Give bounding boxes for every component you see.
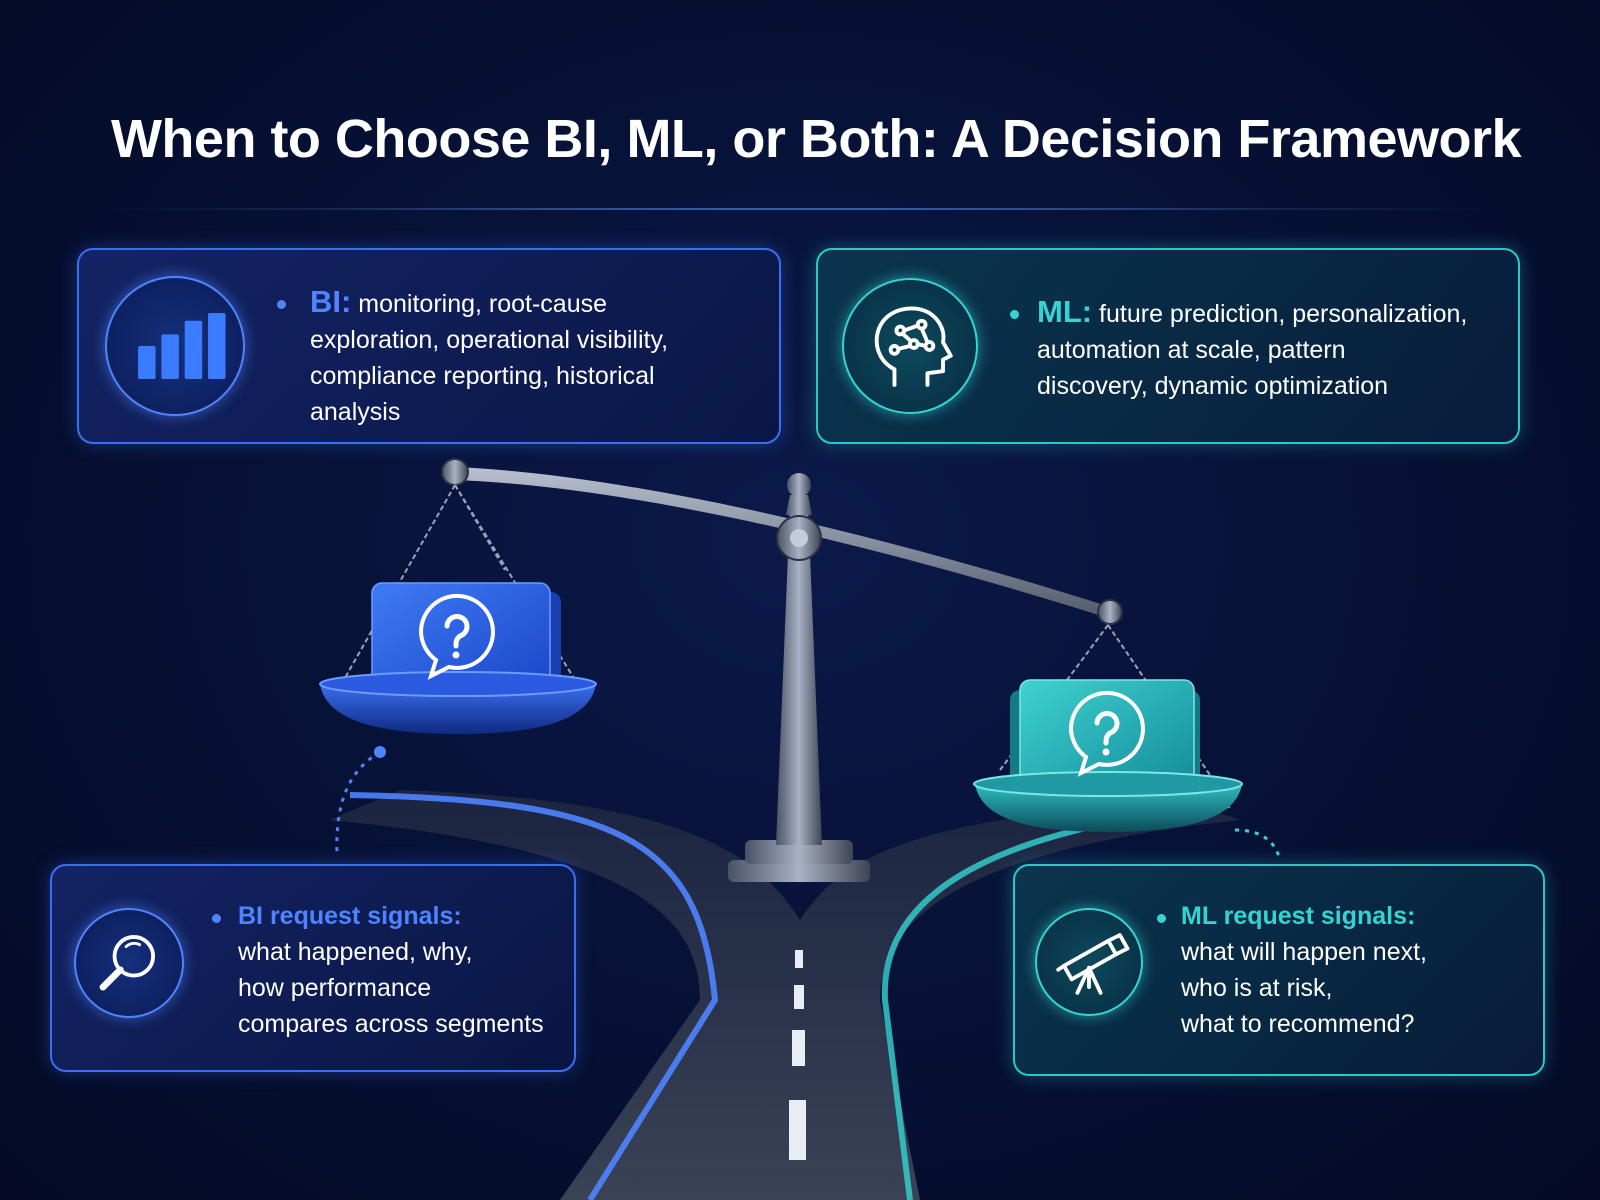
ml-card-line-3: discovery, dynamic optimization: [1037, 372, 1389, 400]
bi-card-bullet: [277, 300, 286, 309]
bi-card-line-3: compliance reporting, historical: [310, 362, 655, 390]
ml-card-text: ML: future prediction, personalization, …: [1037, 294, 1507, 404]
bi-card-line-4: analysis: [310, 398, 401, 426]
ml-connector: [1234, 828, 1282, 861]
ml-card-line-1: future prediction, personalization,: [1099, 300, 1468, 328]
bi-card: BI: monitoring, root-cause exploration, …: [77, 248, 781, 444]
telescope-icon: [1035, 908, 1143, 1016]
bi-signals-label: BI request signals:: [238, 902, 462, 930]
brain-head-icon: [842, 278, 978, 414]
bi-card-line-1: monitoring, root-cause: [358, 290, 608, 318]
ml-signals-text: ML request signals: what will happen nex…: [1181, 898, 1531, 1042]
bi-card-label: BI:: [310, 284, 352, 319]
ml-card-bullet: [1010, 310, 1019, 319]
bi-signals-line-1: what happened, why,: [238, 938, 473, 966]
bi-card-text: BI: monitoring, root-cause exploration, …: [310, 284, 770, 430]
ml-signals-card: ML request signals: what will happen nex…: [1013, 864, 1545, 1076]
bi-signals-line-3: compares across segments: [238, 1010, 544, 1038]
page-title: When to Choose BI, ML, or Both: A Decisi…: [110, 109, 1522, 169]
ml-card-label: ML:: [1037, 294, 1093, 329]
bi-signals-bullet: [212, 914, 221, 923]
bi-signals-line-2: how performance: [238, 974, 432, 1002]
bi-signals-text: BI request signals: what happened, why, …: [238, 898, 568, 1042]
bar-chart-icon: [105, 276, 245, 416]
ml-signals-line-1: what will happen next,: [1181, 938, 1427, 966]
ml-card-line-2: automation at scale, pattern: [1037, 336, 1346, 364]
bi-pan-question-icon: [418, 593, 495, 680]
ml-signals-line-3: what to recommend?: [1181, 1010, 1415, 1038]
bi-pan: [319, 582, 597, 734]
title-divider: [80, 208, 1520, 210]
magnifier-icon: [74, 908, 184, 1018]
bi-signals-card: BI request signals: what happened, why, …: [50, 864, 576, 1072]
ml-signals-label: ML request signals:: [1181, 902, 1416, 930]
bi-card-line-2: exploration, operational visibility,: [310, 326, 669, 354]
ml-card: ML: future prediction, personalization, …: [816, 248, 1520, 444]
ml-pan: [973, 679, 1243, 832]
bi-connector: [335, 750, 381, 856]
ml-signals-line-2: who is at risk,: [1181, 974, 1333, 1002]
ml-pan-question-icon: [1068, 690, 1145, 777]
ml-signals-bullet: [1157, 914, 1166, 923]
